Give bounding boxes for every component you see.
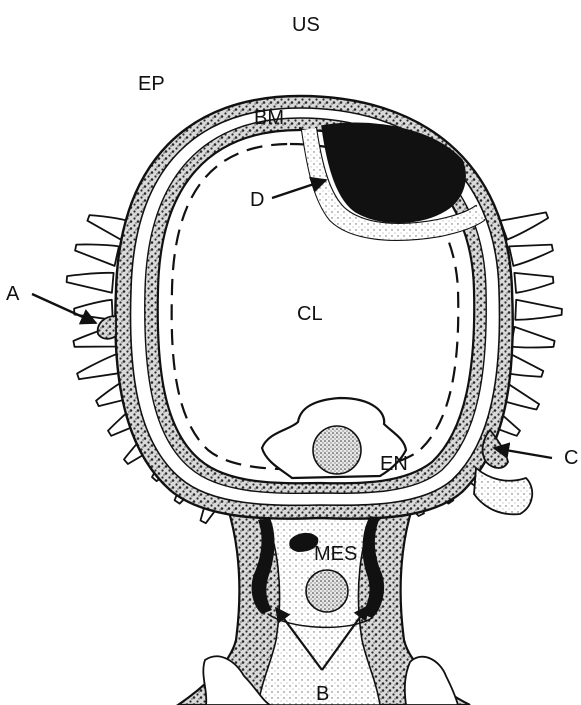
label-cl: CL bbox=[297, 303, 323, 325]
spine bbox=[515, 300, 562, 320]
mes-nucleus bbox=[306, 570, 348, 612]
spine bbox=[67, 273, 114, 293]
bud-c-lobe bbox=[474, 468, 532, 514]
spine bbox=[514, 273, 553, 293]
label-d: D bbox=[250, 189, 264, 211]
label-b: B bbox=[316, 683, 329, 705]
label-bm: BM bbox=[254, 107, 284, 129]
label-a: A bbox=[6, 283, 20, 305]
label-ep: EP bbox=[138, 73, 165, 95]
bud-a bbox=[98, 316, 116, 339]
spine bbox=[511, 327, 555, 348]
label-c: C bbox=[564, 447, 578, 469]
endoderm-nucleus bbox=[313, 426, 361, 474]
spine bbox=[500, 212, 548, 239]
spine bbox=[75, 244, 119, 265]
bottom-right-form bbox=[405, 657, 458, 705]
label-mes: MES bbox=[314, 543, 357, 565]
spine bbox=[509, 245, 553, 266]
label-en: EN bbox=[380, 453, 408, 475]
label-us: US bbox=[292, 14, 320, 36]
